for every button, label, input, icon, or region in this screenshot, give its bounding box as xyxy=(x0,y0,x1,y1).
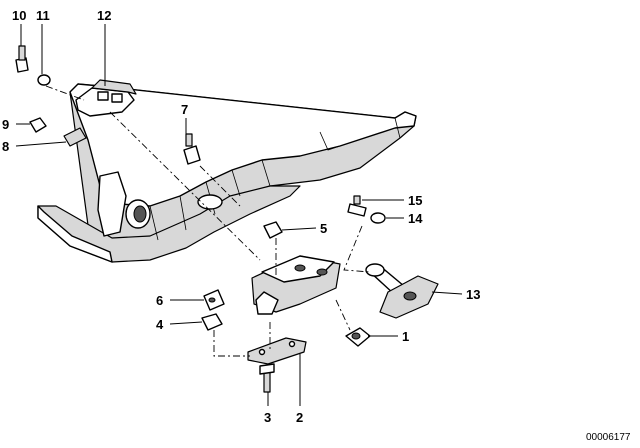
callout-1: 1 xyxy=(402,329,409,344)
bolt-10 xyxy=(15,45,29,73)
bolt-3 xyxy=(259,363,275,393)
callout-8: 8 xyxy=(2,139,9,154)
callout-9: 9 xyxy=(2,117,9,132)
callout-10: 10 xyxy=(12,8,26,23)
callout-13: 13 xyxy=(466,287,480,302)
assembly-lines xyxy=(45,85,371,357)
center-mount-bracket xyxy=(251,255,341,315)
callout-11: 11 xyxy=(36,8,50,23)
stud-plate-13 xyxy=(365,263,439,319)
callout-5: 5 xyxy=(320,221,327,236)
washer-14 xyxy=(370,212,386,224)
nut-4 xyxy=(201,313,223,331)
document-id: 00006177 xyxy=(586,432,631,443)
nut-9 xyxy=(29,117,47,133)
crossmember xyxy=(37,83,417,263)
callout-2: 2 xyxy=(296,410,303,425)
rubber-buffer-1 xyxy=(345,327,371,347)
upper-bracket-12 xyxy=(75,79,137,117)
bolt-15 xyxy=(347,195,367,217)
callout-15: 15 xyxy=(408,193,422,208)
clip-6 xyxy=(203,289,225,311)
callouts: 10 11 12 9 8 7 5 15 14 13 1 6 4 3 2 xyxy=(2,8,480,425)
callout-7: 7 xyxy=(181,102,188,117)
clip-8 xyxy=(63,127,87,147)
callout-4: 4 xyxy=(156,317,164,332)
washer-11 xyxy=(37,74,51,86)
nut-5 xyxy=(263,221,283,239)
callout-6: 6 xyxy=(156,293,163,308)
lower-plate-2 xyxy=(247,337,307,365)
leader-lines xyxy=(15,24,463,406)
callout-3: 3 xyxy=(264,410,271,425)
screw-7 xyxy=(183,133,201,165)
callout-12: 12 xyxy=(97,8,111,23)
callout-14: 14 xyxy=(408,211,423,226)
